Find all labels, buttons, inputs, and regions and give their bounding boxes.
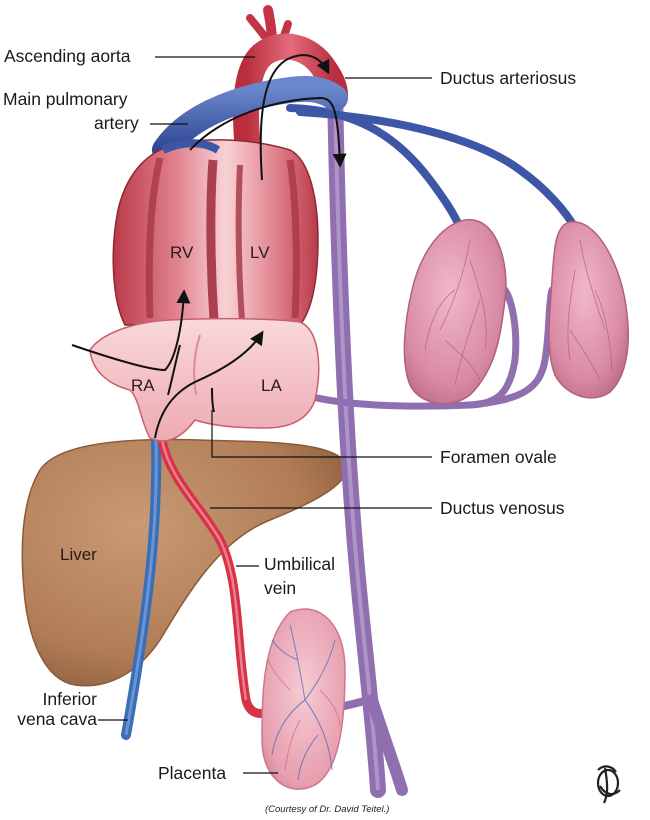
label-umbilical-vein-line1: Umbilical bbox=[264, 554, 335, 574]
label-ductus-arteriosus: Ductus arteriosus bbox=[440, 68, 577, 88]
heart-ventricles bbox=[112, 139, 319, 326]
label-rv: RV bbox=[170, 243, 194, 262]
label-la: LA bbox=[261, 376, 282, 395]
label-ascending-aorta: Ascending aorta bbox=[4, 46, 131, 66]
label-lv: LV bbox=[250, 243, 270, 262]
label-foramen-ovale: Foramen ovale bbox=[440, 447, 557, 467]
label-inferior-vena-cava-line1: Inferior bbox=[42, 689, 97, 709]
publisher-logo-icon bbox=[596, 765, 621, 804]
leader-foramen-ovale bbox=[211, 410, 432, 458]
label-main-pulmonary-artery-line1: Main pulmonary bbox=[3, 89, 128, 109]
liver bbox=[21, 438, 348, 687]
label-placenta: Placenta bbox=[158, 763, 227, 783]
label-ductus-venosus: Ductus venosus bbox=[440, 498, 565, 518]
image-credit: (Courtesy of Dr. David Teitel.) bbox=[265, 804, 390, 815]
label-inferior-vena-cava-line2: vena cava bbox=[17, 709, 97, 729]
label-main-pulmonary-artery-line2: artery bbox=[94, 113, 139, 133]
right-lung bbox=[548, 221, 629, 399]
label-ra: RA bbox=[131, 376, 155, 395]
placenta bbox=[261, 608, 346, 790]
heart-atria bbox=[89, 317, 320, 442]
label-umbilical-vein-line2: vein bbox=[264, 578, 297, 598]
main-pulmonary-artery-vessel bbox=[152, 75, 348, 163]
left-lung bbox=[403, 219, 507, 405]
label-liver: Liver bbox=[60, 545, 97, 564]
